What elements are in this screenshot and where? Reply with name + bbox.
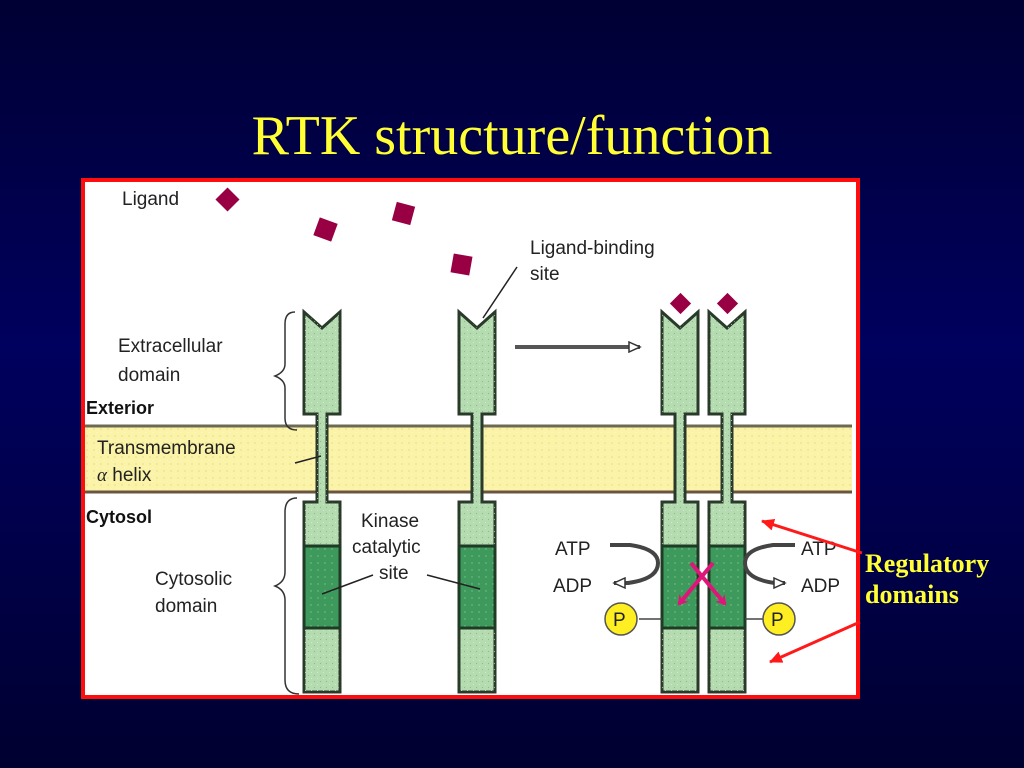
kinase-label-2: catalytic [352, 537, 421, 558]
kinase-pointer-left [321, 574, 374, 595]
receptor-monomer [660, 308, 700, 694]
trans-phosphorylation-arrow-icon [677, 561, 715, 606]
kinase-domain [302, 544, 342, 630]
phosphate-left-icon [604, 602, 638, 636]
atp-left-label: ATP [555, 539, 591, 560]
cytosolic-domain-label: Cytosolic [155, 569, 232, 590]
transmembrane-label-2: α helix [97, 465, 152, 486]
regulatory-domains-callout: Regulatory domains [865, 548, 989, 610]
extracellular-brace [272, 311, 298, 431]
kinase-label-3: site [379, 563, 409, 584]
trans-phosphorylation-arrow-icon [689, 561, 727, 606]
kinase-label: Kinase [361, 511, 419, 532]
ligand-icon [391, 201, 416, 226]
kinase-domain [707, 544, 747, 630]
adp-right-label: ADP [801, 576, 840, 597]
transmembrane-pointer [294, 455, 322, 464]
ligand-binding-site-label: Ligand-binding [530, 238, 655, 259]
receptor-monomer [457, 308, 497, 694]
bound-ligands [667, 290, 741, 317]
receptor-monomer [707, 308, 747, 694]
extracellular-domain-label: Extracellular [118, 336, 223, 357]
ligand-icon [450, 253, 473, 276]
cytosolic-domain-label-2: domain [155, 596, 217, 617]
rtk-diagram: Ligand Ligand-binding site Extracellular… [85, 187, 852, 695]
receptors [302, 308, 747, 694]
atp-right-label: ATP [801, 539, 837, 560]
atp-adp-right-arrow-icon [742, 543, 795, 583]
ligand-icon [667, 290, 694, 317]
ligand-icon [313, 217, 338, 242]
ligand-icon [714, 290, 741, 317]
transmembrane-label: Transmembrane [97, 438, 236, 459]
kinase-domain [457, 544, 497, 630]
plasma-membrane [85, 424, 852, 494]
cytosol-label: Cytosol [86, 507, 152, 527]
callout-line-2: domains [865, 580, 959, 609]
cytosolic-brace [272, 497, 300, 695]
receptor-monomer [302, 308, 342, 694]
phosphate-left-label: P [613, 610, 626, 631]
extracellular-domain-label-2: domain [118, 365, 180, 386]
ligand-binding-site-pointer [482, 266, 518, 319]
kinase-pointer-right [426, 574, 481, 590]
free-ligands [215, 187, 473, 276]
callout-line-1: Regulatory [865, 549, 990, 578]
adp-left-label: ADP [553, 576, 592, 597]
rtk-figure: Ligand Ligand-binding site Extracellular… [81, 178, 860, 699]
slide-title: RTK structure/function [251, 105, 773, 167]
ligand-label: Ligand [122, 189, 179, 210]
phosphate-right-label: P [771, 610, 784, 631]
ligand-binding-site-label-2: site [530, 264, 560, 285]
ligand-icon [215, 187, 240, 212]
exterior-label: Exterior [86, 398, 154, 418]
atp-adp-left-arrow-icon [610, 543, 661, 583]
